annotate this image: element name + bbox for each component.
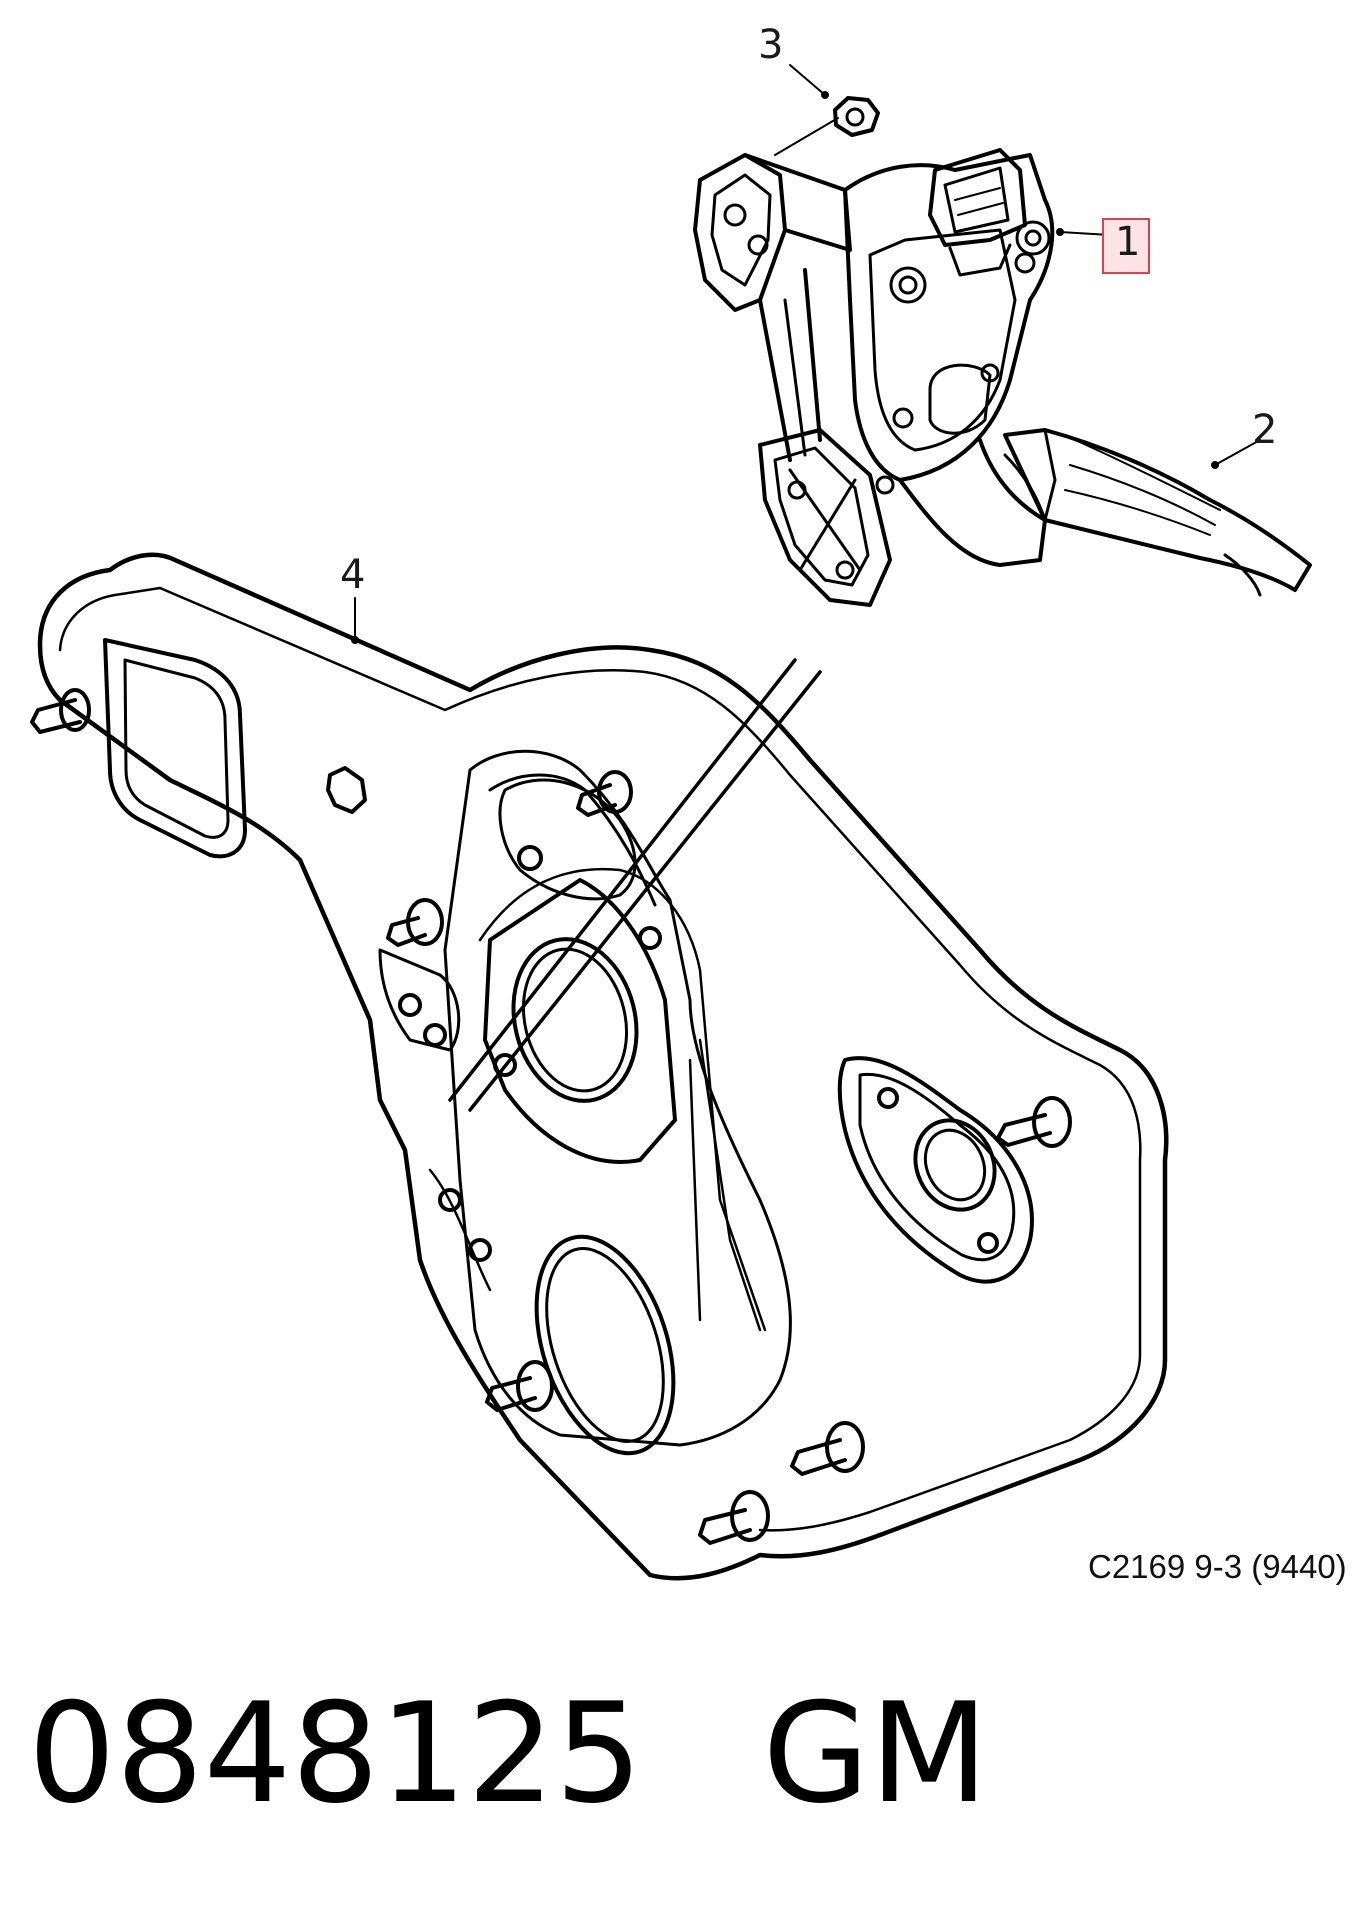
callout-highlight-1	[1102, 218, 1150, 274]
callout-label-3[interactable]: 3	[758, 22, 784, 68]
pedal-assembly	[693, 148, 1312, 607]
leader-lines	[351, 64, 1261, 644]
floor-panel-details	[103, 638, 1034, 1456]
cable	[448, 658, 822, 1112]
callout-label-2[interactable]: 2	[1252, 407, 1278, 453]
figure-code: C2169 9-3 (9440)	[1088, 1548, 1347, 1585]
screw-heads	[875, 220, 1051, 495]
studs	[30, 688, 1072, 1545]
callout-label-4[interactable]: 4	[340, 552, 366, 598]
nut-part-3	[833, 96, 880, 137]
brand-label: GM	[762, 1673, 989, 1834]
floor-panel-part-4	[37, 552, 1169, 1581]
part-number: 0848125	[28, 1673, 643, 1834]
callout-label-1[interactable]: 1	[1115, 219, 1141, 265]
